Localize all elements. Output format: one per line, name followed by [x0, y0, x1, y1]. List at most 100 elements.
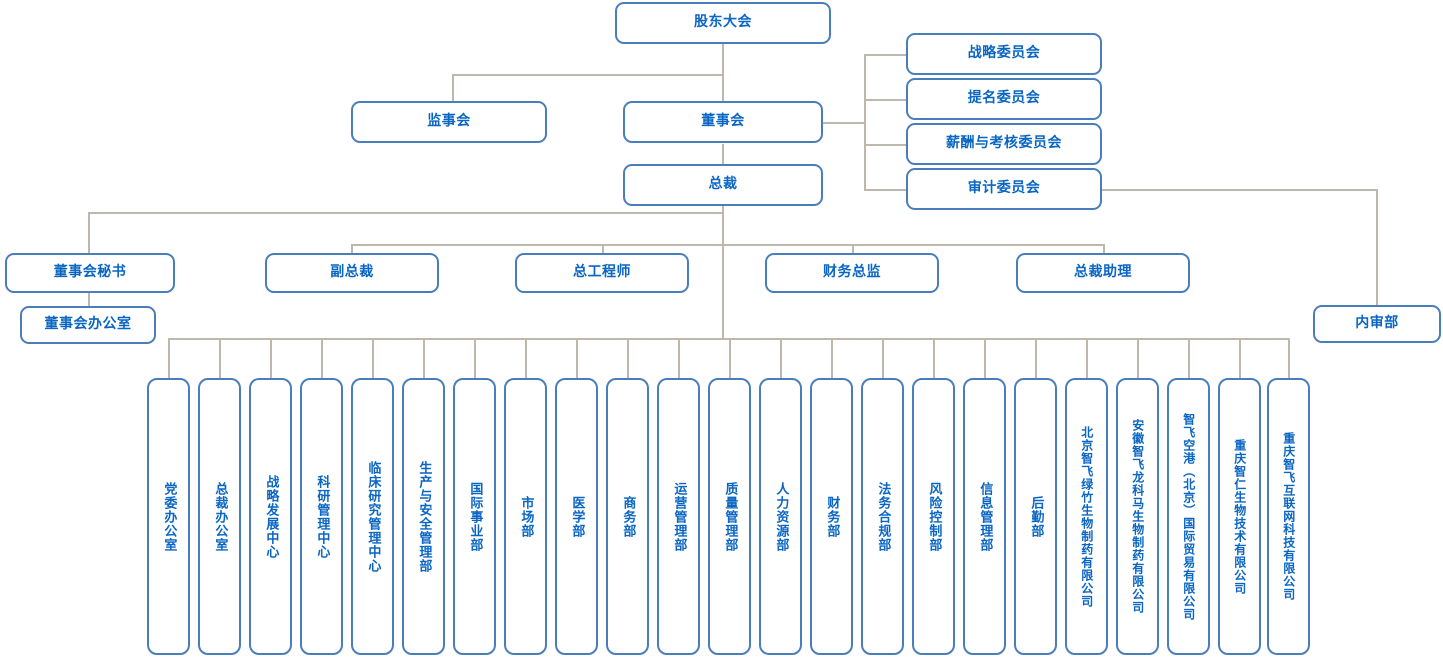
node-label: 医学部 [569, 495, 585, 538]
node-board-secretary[interactable]: 董事会秘书 [5, 253, 175, 293]
node-label: 北京智飞绿竹生物制药有限公司 [1079, 425, 1094, 608]
node-label: 风险控制部 [926, 481, 942, 552]
department-drop-7 [474, 338, 476, 378]
node-dept-operations-management[interactable]: 运营管理部 [657, 378, 700, 655]
node-label: 法务合规部 [875, 481, 891, 552]
node-label: 董事会 [701, 113, 745, 130]
department-drop-21 [1188, 338, 1190, 378]
connector-secretary-to-office [88, 291, 90, 306]
department-drop-19 [1086, 338, 1088, 378]
node-dept-risk-control[interactable]: 风险控制部 [912, 378, 955, 655]
node-dept-international-business[interactable]: 国际事业部 [453, 378, 496, 655]
executive-bus-right [722, 244, 1103, 246]
node-dept-president-office[interactable]: 总裁办公室 [198, 378, 241, 655]
node-dept-production-safety-management[interactable]: 生产与安全管理部 [402, 378, 445, 655]
connector-board-to-committees [823, 122, 865, 124]
node-label: 重庆智飞互联网科技有限公司 [1281, 432, 1296, 601]
node-label: 总工程师 [573, 264, 631, 281]
node-label: 运营管理部 [671, 481, 687, 552]
node-label: 战略发展中心 [263, 474, 279, 559]
node-dept-research-management-center[interactable]: 科研管理中心 [300, 378, 343, 655]
connector-board-secretary-drop [88, 212, 90, 253]
node-label: 安徽智飞龙科马生物制药有限公司 [1130, 419, 1145, 614]
node-label: 重庆智仁生物技术有限公司 [1232, 438, 1247, 595]
committee-bus-vertical [864, 54, 866, 190]
node-label: 商务部 [620, 495, 636, 538]
connector-committee-2 [864, 99, 906, 101]
node-committee-audit[interactable]: 审计委员会 [906, 168, 1102, 210]
connector-president-assistant-drop [1103, 244, 1105, 253]
node-label: 科研管理中心 [314, 474, 330, 559]
node-dept-party-committee-office[interactable]: 党委办公室 [147, 378, 190, 655]
node-label: 董事会办公室 [44, 316, 132, 333]
node-label: 董事会秘书 [53, 264, 127, 281]
node-label: 质量管理部 [722, 481, 738, 552]
node-subsidiary-chongqing-zhifei-internet[interactable]: 重庆智飞互联网科技有限公司 [1267, 378, 1310, 655]
node-internal-audit[interactable]: 内审部 [1313, 305, 1441, 343]
node-label: 总裁办公室 [212, 481, 228, 552]
node-dept-legal-compliance[interactable]: 法务合规部 [861, 378, 904, 655]
node-dept-strategic-development-center[interactable]: 战略发展中心 [249, 378, 292, 655]
node-label: 信息管理部 [977, 481, 993, 552]
node-label: 内审部 [1355, 315, 1399, 332]
node-dept-human-resources[interactable]: 人力资源部 [759, 378, 802, 655]
connector-audit-to-internal-audit-h [1102, 189, 1377, 191]
department-drop-6 [423, 338, 425, 378]
node-subsidiary-zhifei-konggang-beijing[interactable]: 智飞空港（北京）国际贸易有限公司 [1167, 378, 1210, 655]
node-subsidiary-beijing-zhifei-lvzhu[interactable]: 北京智飞绿竹生物制药有限公司 [1065, 378, 1108, 655]
node-dept-quality-management[interactable]: 质量管理部 [708, 378, 751, 655]
node-label: 财务总监 [823, 264, 881, 281]
department-drop-1 [168, 338, 170, 378]
node-dept-business[interactable]: 商务部 [606, 378, 649, 655]
connector-committee-1 [864, 54, 906, 56]
node-subsidiary-anhui-zhifei-longcoma[interactable]: 安徽智飞龙科马生物制药有限公司 [1116, 378, 1159, 655]
department-drop-15 [882, 338, 884, 378]
node-label: 财务部 [824, 495, 840, 538]
department-drop-10 [627, 338, 629, 378]
node-label: 智飞空港（北京）国际贸易有限公司 [1181, 412, 1196, 621]
department-drop-14 [831, 338, 833, 378]
node-label: 临床研究管理中心 [365, 460, 381, 573]
node-chief-engineer[interactable]: 总工程师 [515, 253, 689, 293]
node-committee-nomination[interactable]: 提名委员会 [906, 78, 1102, 120]
department-drop-4 [321, 338, 323, 378]
node-dept-medical[interactable]: 医学部 [555, 378, 598, 655]
node-vice-president[interactable]: 副总裁 [265, 253, 439, 293]
node-label: 人力资源部 [773, 481, 789, 552]
node-board-of-directors[interactable]: 董事会 [623, 101, 823, 143]
node-subsidiary-chongqing-zhiren[interactable]: 重庆智仁生物技术有限公司 [1218, 378, 1261, 655]
executive-bus-mid [351, 244, 853, 246]
department-drop-12 [729, 338, 731, 378]
node-president-assistant[interactable]: 总裁助理 [1016, 253, 1190, 293]
department-drop-16 [933, 338, 935, 378]
node-dept-information-management[interactable]: 信息管理部 [963, 378, 1006, 655]
node-supervisory-board[interactable]: 监事会 [351, 101, 547, 143]
connector-committee-3 [864, 144, 906, 146]
node-label: 监事会 [427, 113, 471, 130]
node-committee-strategy[interactable]: 战略委员会 [906, 33, 1102, 75]
node-label: 后勤部 [1028, 495, 1044, 538]
executive-bus-left [88, 212, 722, 214]
department-drop-17 [984, 338, 986, 378]
node-label: 生产与安全管理部 [416, 460, 432, 573]
department-drop-5 [372, 338, 374, 378]
connector-board-to-president [722, 144, 724, 168]
node-dept-marketing[interactable]: 市场部 [504, 378, 547, 655]
node-label: 薪酬与考核委员会 [946, 135, 1062, 152]
connector-audit-to-internal-audit-v [1376, 189, 1378, 305]
node-cfo[interactable]: 财务总监 [765, 253, 939, 293]
node-label: 审计委员会 [967, 180, 1041, 197]
node-committee-remuneration-appraisal[interactable]: 薪酬与考核委员会 [906, 123, 1102, 165]
node-dept-finance[interactable]: 财务部 [810, 378, 853, 655]
node-label: 党委办公室 [161, 481, 177, 552]
node-dept-logistics[interactable]: 后勤部 [1014, 378, 1057, 655]
department-drop-3 [270, 338, 272, 378]
node-president[interactable]: 总裁 [623, 164, 823, 206]
node-shareholders-meeting[interactable]: 股东大会 [615, 2, 831, 44]
node-dept-clinical-research-management-center[interactable]: 临床研究管理中心 [351, 378, 394, 655]
node-label: 市场部 [518, 495, 534, 538]
node-board-office[interactable]: 董事会办公室 [20, 306, 156, 344]
department-drop-8 [525, 338, 527, 378]
node-label: 国际事业部 [467, 481, 483, 552]
